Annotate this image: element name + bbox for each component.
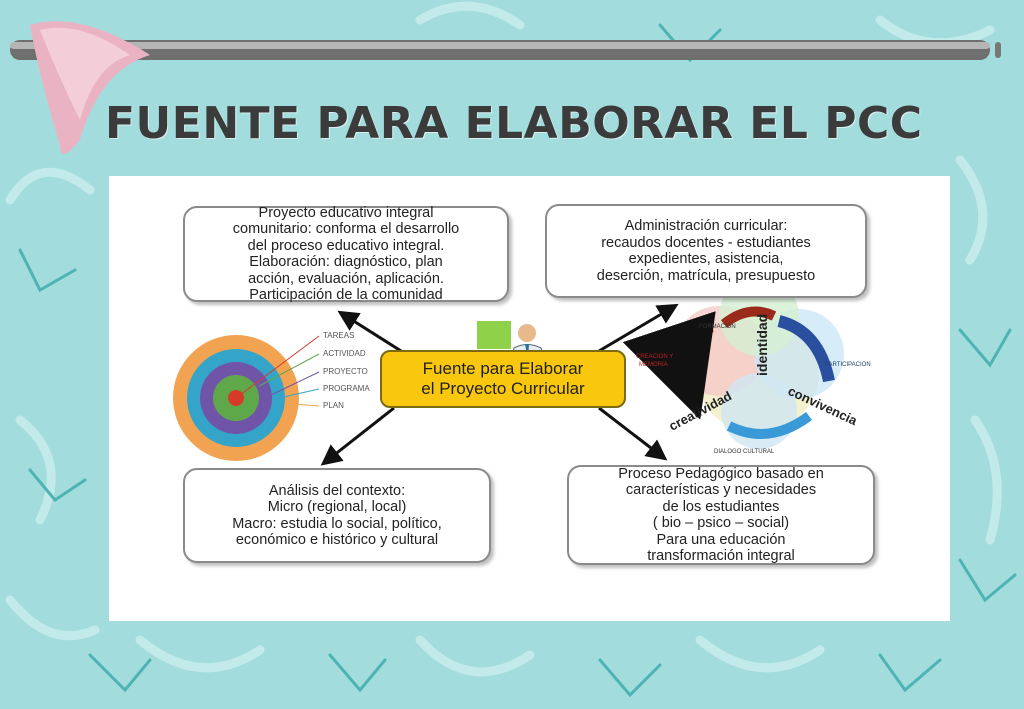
cycle-word-memoria: MEMORIA <box>639 362 668 368</box>
cycle-word-dialogo: DIALOGO CULTURAL <box>714 449 775 455</box>
box-line: Micro (regional, local) <box>267 499 407 515</box>
cycle-word-participacion: PARTICIPACION <box>825 362 871 368</box>
box-line: acción, evaluación, aplicación. <box>248 270 444 287</box>
box-administracion-curricular: Administración curricular: recaudos doce… <box>545 204 867 298</box>
box-line: comunitario: conforma el desarrollo <box>232 221 460 237</box>
box-line: ( bio – psico – social) <box>652 515 790 531</box>
center-line: el Proyecto Curricular <box>421 379 585 398</box>
box-line: recaudos docentes - estudiantes <box>601 234 811 251</box>
box-line: Elaboración: diagnóstico, plan <box>249 254 443 270</box>
box-line: deserción, matrícula, presupuesto <box>596 267 816 284</box>
page-title: FUENTE PARA ELABORAR EL PCC <box>105 98 923 149</box>
center-line: Fuente para Elaborar <box>422 359 584 378</box>
target-icon: TAREAS ACTIVIDAD PROYECTO PROGRAMA PLAN <box>173 331 370 461</box>
target-label-tareas: TAREAS <box>323 331 354 340</box>
box-line: características y necesidades <box>625 482 817 498</box>
box-proyecto-educativo: Proyecto educativo integral comunitario:… <box>183 204 509 303</box>
target-label-proyecto: PROYECTO <box>323 367 368 376</box>
box-line: Proyecto educativo integral <box>258 204 434 221</box>
box-line: Macro: estudia lo social, político, <box>232 515 442 532</box>
diagram-graphics: TAREAS ACTIVIDAD PROYECTO PROGRAMA PLAN … <box>173 276 871 466</box>
cycle-word-creacion: CREACION Y <box>636 354 673 360</box>
target-label-plan: PLAN <box>323 401 344 410</box>
box-line: Análisis del contexto: <box>268 482 406 499</box>
box-line: de los estudiantes <box>662 498 780 515</box>
box-line: Participación de la comunidad <box>249 287 443 303</box>
box-line: transformación integral <box>647 548 795 564</box>
box-line: del proceso educativo integral. <box>247 237 445 254</box>
box-line: Proceso Pedagógico basado en <box>618 465 824 482</box>
box-line: Administración curricular: <box>624 218 788 234</box>
box-line: expedientes, asistencia, <box>628 251 784 267</box>
cycle-word-identidad: identidad <box>754 314 770 376</box>
box-proceso-pedagogico: Proceso Pedagógico basado en característ… <box>567 465 875 565</box>
values-cycle-diagram: identidad creatividad convivencia FORMAC… <box>622 276 871 455</box>
box-line: económico e histórico y cultural <box>235 532 439 548</box>
target-label-programa: PROGRAMA <box>323 384 370 393</box>
target-label-actividad: ACTIVIDAD <box>323 349 366 358</box>
cycle-word-formacion: FORMACION <box>699 324 736 330</box>
center-box-fuente: Fuente para Elaborar el Proyecto Curricu… <box>380 350 626 408</box>
box-analisis-contexto: Análisis del contexto: Micro (regional, … <box>183 468 491 563</box>
box-line: Para una educación <box>656 531 786 548</box>
